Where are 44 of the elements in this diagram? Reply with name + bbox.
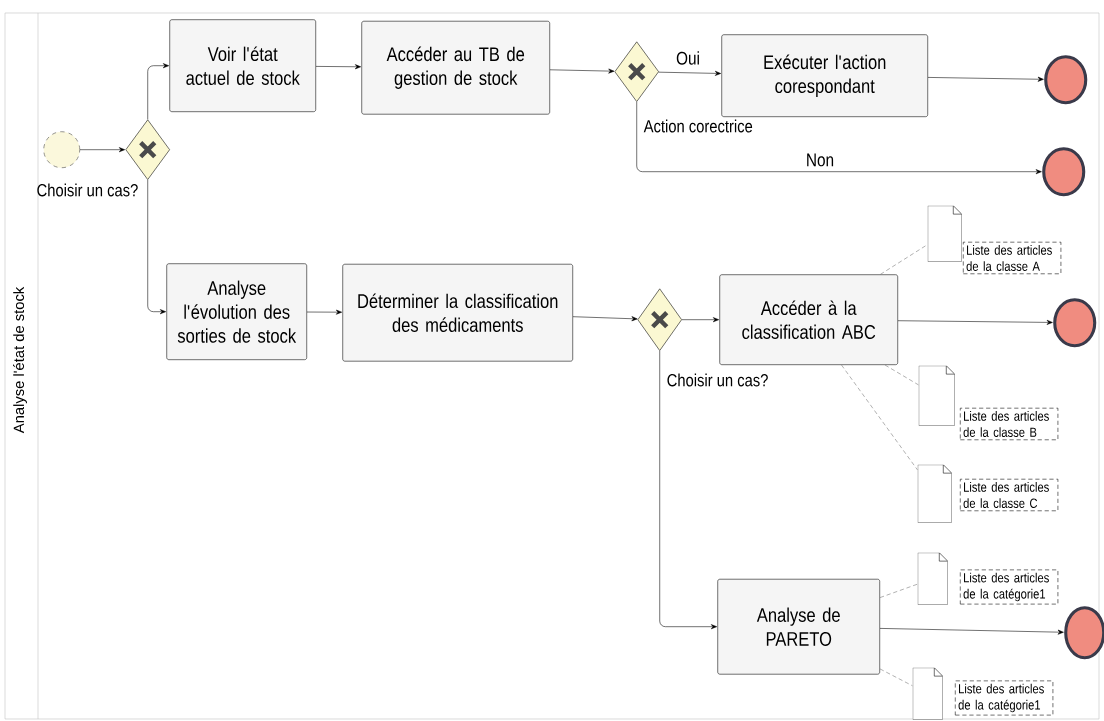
sequence-arrow: [147, 179, 166, 315]
annotation-text: Liste des articles de la classe C: [960, 478, 1059, 512]
association-line: [879, 668, 913, 687]
task-box: Accéder à la classification ABC: [719, 274, 898, 365]
task-box: Analyse de PARETO: [717, 578, 880, 675]
edge-label: Oui: [674, 49, 702, 67]
sequence-arrow: [306, 309, 342, 315]
task-box: Accéder au TB de gestion de stock: [361, 20, 550, 115]
gateway-diamond: [614, 41, 659, 102]
sequence-arrow: [658, 70, 721, 76]
task-box: Voir l'état actuel de stock: [169, 19, 316, 112]
sequence-arrow: [315, 64, 361, 70]
sequence-arrow: [636, 101, 1042, 175]
task-box: Déterminer la classification des médicaments: [342, 263, 573, 362]
gateway-label: Action corectrice: [643, 119, 753, 133]
association-line: [841, 364, 918, 471]
annotation-text: Liste des articles de la catégorie1: [960, 569, 1059, 605]
end-event-circle: [1053, 298, 1097, 348]
gateway-label: Choisir un cas?: [667, 373, 768, 387]
sequence-arrow: [659, 350, 717, 630]
sequence-arrow: [879, 628, 1064, 635]
sequence-arrow: [79, 147, 125, 153]
edge-label: Non: [804, 152, 836, 168]
sequence-arrow: [927, 76, 1044, 82]
sequence-arrow: [897, 319, 1053, 325]
association-line: [879, 583, 918, 598]
sequence-arrow: [572, 316, 638, 322]
annotation-text: Liste des articles de la classe A: [963, 241, 1062, 275]
task-box: Analyse l'évolution des sorties de stock: [166, 263, 307, 360]
association-line: [884, 364, 919, 386]
gateway-label: Choisir un cas?: [37, 183, 138, 197]
task-box: Exécuter l'action corespondant: [721, 34, 928, 117]
end-event-circle: [1042, 147, 1086, 197]
annotation-text: Liste des articles de la classe B: [960, 407, 1059, 441]
association-line: [880, 244, 928, 275]
annotation-text: Liste des articles de la catégorie1: [955, 680, 1054, 716]
sequence-arrow: [549, 68, 615, 74]
end-event-circle: [1044, 55, 1088, 105]
sequence-arrow: [681, 317, 719, 323]
sequence-arrow: [147, 63, 169, 120]
end-event-circle: [1064, 606, 1104, 660]
lane-label: Analyse l'état de stock: [13, 286, 27, 434]
start-event-circle: [43, 131, 80, 168]
gateway-diamond: [637, 288, 682, 351]
